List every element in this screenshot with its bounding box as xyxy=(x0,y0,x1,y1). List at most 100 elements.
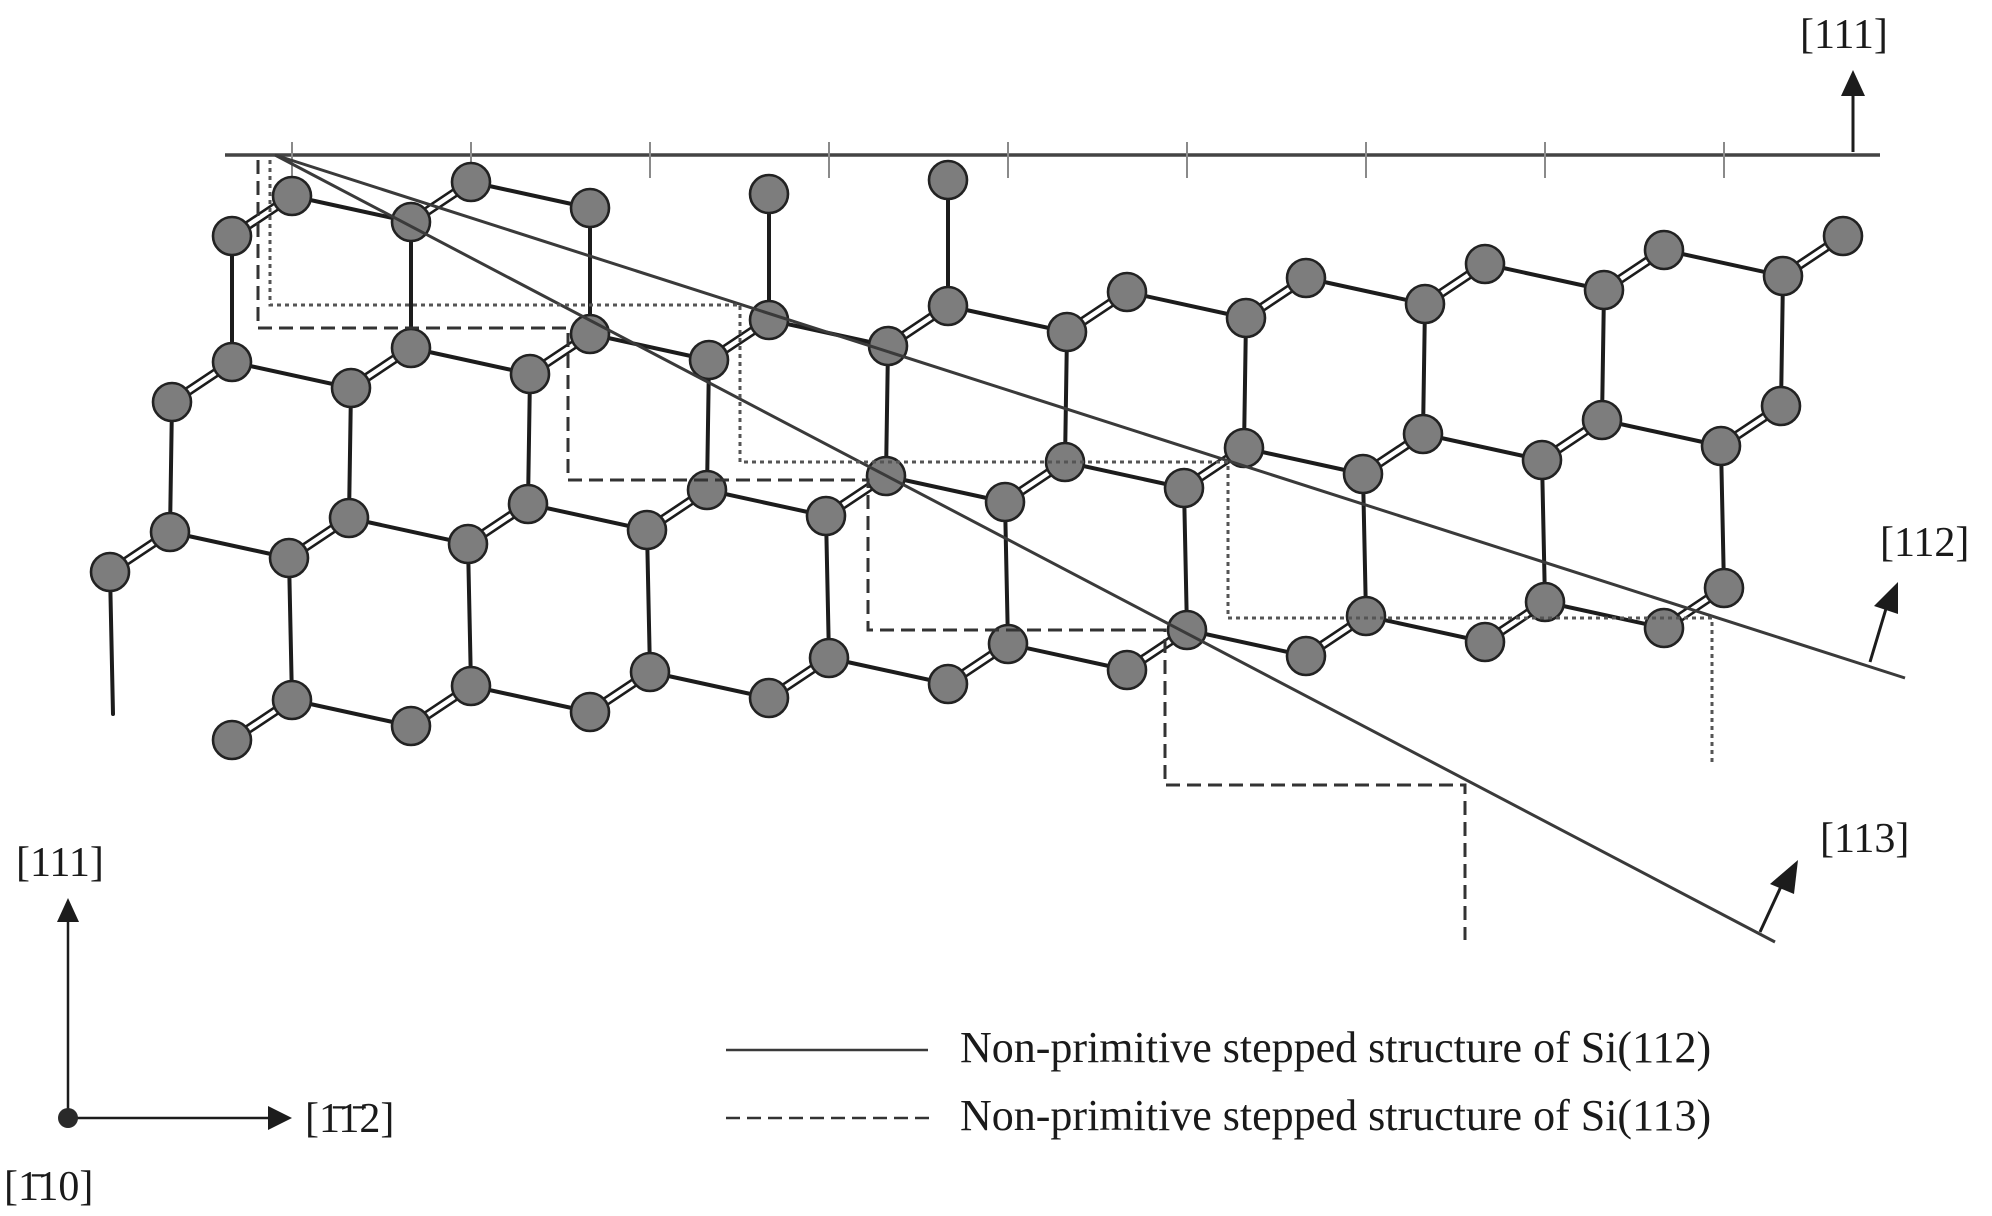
si-atom xyxy=(748,173,790,215)
si-atom xyxy=(1643,607,1685,649)
si-atom xyxy=(686,469,728,511)
si-atom xyxy=(330,367,372,409)
dir-113-label: [113] xyxy=(1820,816,1909,862)
bond xyxy=(1600,418,1723,448)
si-atom xyxy=(1464,621,1506,663)
si-atom xyxy=(1106,649,1148,691)
si-atom xyxy=(987,623,1029,665)
si-atom xyxy=(1285,257,1327,299)
bond xyxy=(1719,444,1726,590)
si-atom xyxy=(509,353,551,395)
si-atom xyxy=(569,691,611,733)
si-atom xyxy=(688,339,730,381)
bond xyxy=(588,332,711,362)
bond xyxy=(347,386,353,520)
si-atom xyxy=(328,497,370,539)
bond xyxy=(290,194,413,224)
si-atom xyxy=(569,187,611,229)
stepped-structure-113-path xyxy=(256,160,1467,940)
si-atom xyxy=(450,665,492,707)
axis-horizontal-arrowhead xyxy=(268,1106,292,1130)
si-atom xyxy=(1046,311,1088,353)
bond xyxy=(108,570,115,716)
si-atom xyxy=(805,495,847,537)
si-atom xyxy=(211,215,253,257)
bond xyxy=(1779,274,1785,408)
si-atom xyxy=(1163,467,1205,509)
bond xyxy=(884,474,1007,504)
bond xyxy=(168,530,291,560)
axis-out-of-plane-label: [1̄10] xyxy=(4,1164,93,1210)
axis-vertical-label: [111] xyxy=(16,840,104,886)
bond xyxy=(946,304,1069,334)
bond xyxy=(1483,262,1606,292)
bond xyxy=(1421,302,1427,436)
si-atom xyxy=(1166,609,1208,651)
axis-horizontal-label: [1̄1̄2] xyxy=(305,1096,394,1142)
si-atom xyxy=(1822,215,1864,257)
bond xyxy=(1540,458,1547,604)
normal-113-arrow xyxy=(1758,879,1786,933)
bond xyxy=(1063,330,1069,464)
si-atom xyxy=(390,327,432,369)
si-atom xyxy=(1583,269,1625,311)
bond xyxy=(1125,290,1248,320)
normal-113-arrowhead xyxy=(1770,860,1798,894)
bond xyxy=(1063,460,1186,490)
si-atom xyxy=(1524,581,1566,623)
si-atom xyxy=(626,509,668,551)
si-atom xyxy=(1643,229,1685,271)
legend-dashed-label: Non-primitive stepped structure of Si(11… xyxy=(960,1091,1711,1140)
bond xyxy=(469,180,592,210)
si-atom xyxy=(1402,413,1444,455)
si-atom xyxy=(89,551,131,593)
si-atom xyxy=(390,201,432,243)
bond xyxy=(230,360,353,390)
bond xyxy=(1361,472,1368,618)
si-atom xyxy=(149,511,191,553)
si-atom xyxy=(447,523,489,565)
si-atom xyxy=(211,341,253,383)
top-111-label: [111] xyxy=(1800,12,1888,58)
si-atom xyxy=(1285,635,1327,677)
bond xyxy=(884,344,890,478)
si-atom xyxy=(927,159,969,201)
si-atom xyxy=(1404,283,1446,325)
bond xyxy=(526,372,532,506)
bond xyxy=(1242,316,1248,450)
si-atom xyxy=(211,719,253,761)
bond xyxy=(1364,614,1487,644)
top-111-arrowhead xyxy=(1841,70,1865,96)
si-atom xyxy=(1225,297,1267,339)
stepped-structure-112-path xyxy=(268,160,1714,762)
legend-solid-label: Non-primitive stepped structure of Si(11… xyxy=(960,1023,1711,1072)
si-atom xyxy=(748,677,790,719)
si-atom xyxy=(1342,453,1384,495)
si-atom xyxy=(629,651,671,693)
si-atom xyxy=(927,663,969,705)
bond xyxy=(466,542,473,688)
si-atom xyxy=(984,481,1026,523)
bond xyxy=(1006,642,1129,672)
axis-origin-dot xyxy=(58,1108,78,1128)
normal-112-arrowhead xyxy=(1874,582,1898,614)
dir-112-label: [112] xyxy=(1880,520,1969,566)
si-atom xyxy=(1521,439,1563,481)
bond xyxy=(469,684,592,714)
si-atom xyxy=(507,483,549,525)
bond xyxy=(290,698,413,728)
bond xyxy=(287,556,294,702)
surface-ticks xyxy=(291,142,1725,178)
si-atom xyxy=(1464,243,1506,285)
bond xyxy=(1003,500,1010,646)
bond xyxy=(648,670,771,700)
bond xyxy=(1185,628,1308,658)
bond xyxy=(526,502,649,532)
bond xyxy=(1304,276,1427,306)
bond xyxy=(347,516,470,546)
plane-113-line xyxy=(274,153,1776,944)
si-atom xyxy=(268,537,310,579)
si-atom xyxy=(1345,595,1387,637)
normal-112-arrow xyxy=(1868,601,1890,663)
